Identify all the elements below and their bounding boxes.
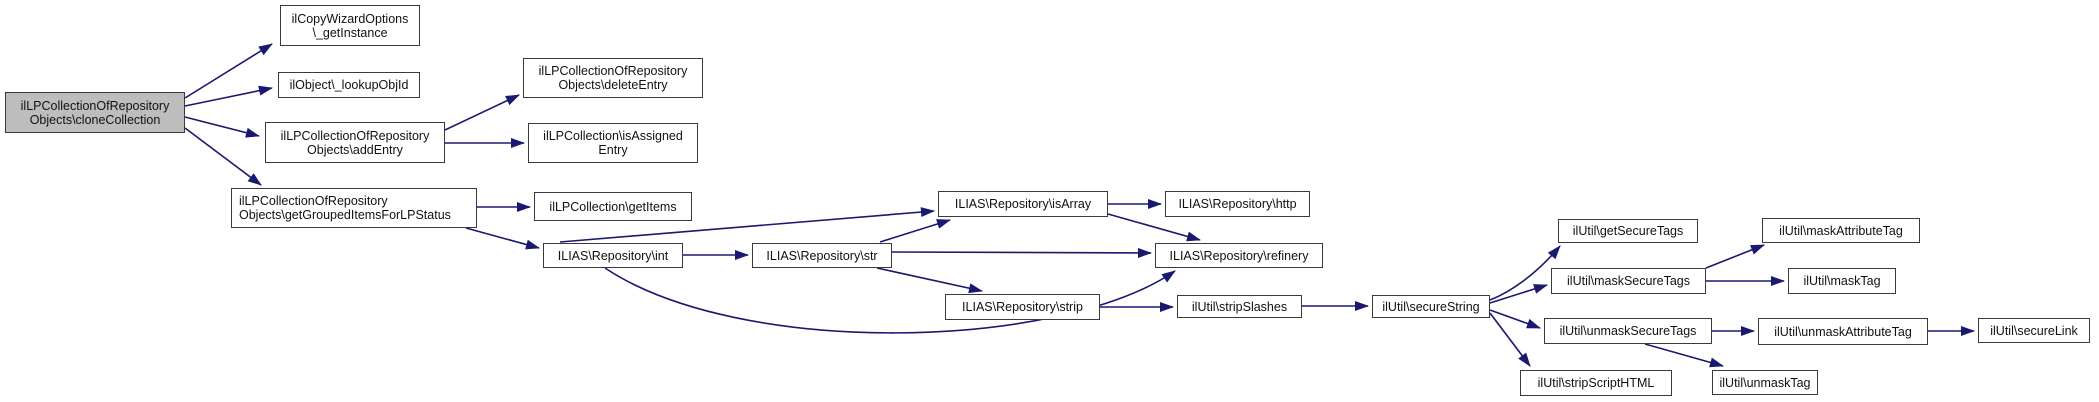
node-getItems[interactable]: ilLPCollection\getItems <box>534 192 692 221</box>
node-getInstance[interactable]: ilCopyWizardOptions \_getInstance <box>280 5 420 46</box>
node-secureString[interactable]: ilUtil\secureString <box>1372 295 1490 318</box>
node-label: ilLPCollectionOfRepository <box>280 128 430 143</box>
node-label: ILIAS\Repository\refinery <box>1169 248 1309 263</box>
node-label: ilUtil\secureLink <box>1990 323 2078 338</box>
node-label: \_getInstance <box>312 25 388 40</box>
node-maskTag[interactable]: ilUtil\maskTag <box>1788 268 1896 294</box>
node-refinery[interactable]: ILIAS\Repository\refinery <box>1155 243 1323 268</box>
edge-secureString-maskSecureTags <box>1489 284 1548 304</box>
node-label: ilUtil\getSecureTags <box>1572 224 1684 238</box>
node-label: ilCopyWizardOptions <box>291 11 409 26</box>
edge-secureString-getSecureTags <box>1489 245 1561 301</box>
edge-secureString-unmaskSecureTags <box>1489 309 1541 329</box>
edge-cloneCollection-lookupObjId <box>184 85 273 107</box>
edge-cloneCollection-addEntry <box>184 116 260 138</box>
node-stripSlashes[interactable]: ilUtil\stripSlashes <box>1177 295 1302 318</box>
node-isArray[interactable]: ILIAS\Repository\isArray <box>938 191 1108 217</box>
node-str[interactable]: ILIAS\Repository\str <box>752 243 892 268</box>
edge-secureString-stripScriptHTML <box>1489 312 1531 367</box>
edge-str-isArray <box>879 219 951 243</box>
node-label: ilLPCollectionOfRepository <box>239 194 388 208</box>
edge-maskSecureTags-maskAttributeTag <box>1705 244 1765 269</box>
node-secureLink[interactable]: ilUtil\secureLink <box>1978 318 2090 343</box>
node-label: ilObject\_lookupObjId <box>289 78 409 92</box>
node-addEntry[interactable]: ilLPCollectionOfRepository Objects\addEn… <box>265 122 445 163</box>
node-getSecureTags[interactable]: ilUtil\getSecureTags <box>1558 219 1698 243</box>
edge-str-refinery <box>891 247 1152 258</box>
node-label: ILIAS\Repository\isArray <box>954 197 1092 211</box>
edge-unmaskSecureTags-unmaskTag <box>1644 343 1724 368</box>
node-label: ilUtil\stripScriptHTML <box>1537 376 1655 390</box>
node-label: Objects\addEntry <box>307 142 403 157</box>
node-int[interactable]: ILIAS\Repository\int <box>543 243 683 268</box>
edge-addEntry-deleteEntry <box>444 94 520 131</box>
edge-cloneCollection-getGroupedItemsForLPStatus <box>184 127 262 186</box>
edge-cloneCollection-getInstance <box>184 43 273 99</box>
node-label: ilLPCollectionOfRepository <box>20 98 170 113</box>
edge-getGrouped-int <box>465 227 540 250</box>
node-maskSecureTags[interactable]: ilUtil\maskSecureTags <box>1551 268 1706 294</box>
node-label: ilUtil\maskTag <box>1803 274 1881 288</box>
edge-isArray-refinery <box>1107 213 1201 242</box>
node-label: ilUtil\maskAttributeTag <box>1779 223 1903 238</box>
node-unmaskAttributeTag[interactable]: ilUtil\unmaskAttributeTag <box>1758 318 1928 345</box>
node-stripScriptHTML[interactable]: ilUtil\stripScriptHTML <box>1520 370 1672 396</box>
node-label: Objects\cloneCollection <box>29 112 161 127</box>
node-unmaskTag[interactable]: ilUtil\unmaskTag <box>1712 370 1818 395</box>
node-label: Entry <box>598 143 628 157</box>
node-label: ilUtil\stripSlashes <box>1191 299 1288 314</box>
node-label: ilLPCollectionOfRepository <box>538 64 688 78</box>
node-lookupObjId[interactable]: ilObject\_lookupObjId <box>278 72 420 98</box>
node-label: ilUtil\unmaskAttributeTag <box>1774 324 1912 339</box>
node-label: ilUtil\unmaskSecureTags <box>1559 324 1697 338</box>
node-label: Objects\getGroupedItemsForLPStatus <box>239 208 451 222</box>
node-deleteEntry[interactable]: ilLPCollectionOfRepository Objects\delet… <box>523 58 703 98</box>
node-label: Objects\deleteEntry <box>558 78 668 92</box>
node-maskAttributeTag[interactable]: ilUtil\maskAttributeTag <box>1762 218 1920 243</box>
node-unmaskSecureTags[interactable]: ilUtil\unmaskSecureTags <box>1544 318 1712 344</box>
node-getGroupedItemsForLPStatus[interactable]: ilLPCollectionOfRepository Objects\getGr… <box>231 188 477 228</box>
edge-str-strip <box>876 267 983 294</box>
node-cloneCollection: ilLPCollectionOfRepository Objects\clone… <box>5 92 185 133</box>
node-isAssignedEntry[interactable]: ilLPCollection\isAssigned Entry <box>528 123 698 163</box>
node-http[interactable]: ILIAS\Repository\http <box>1165 191 1310 217</box>
node-label: ILIAS\Repository\int <box>557 248 669 263</box>
node-strip[interactable]: ILIAS\Repository\strip <box>945 294 1100 320</box>
node-label: ilLPCollection\isAssigned <box>543 129 683 143</box>
node-label: ilLPCollection\getItems <box>549 199 677 214</box>
node-label: ilUtil\secureString <box>1382 299 1480 314</box>
node-label: ilUtil\maskSecureTags <box>1567 274 1690 288</box>
node-label: ILIAS\Repository\str <box>766 248 878 263</box>
node-label: ILIAS\Repository\http <box>1178 197 1297 211</box>
node-label: ILIAS\Repository\strip <box>962 300 1083 314</box>
node-label: ilUtil\unmaskTag <box>1719 375 1811 390</box>
